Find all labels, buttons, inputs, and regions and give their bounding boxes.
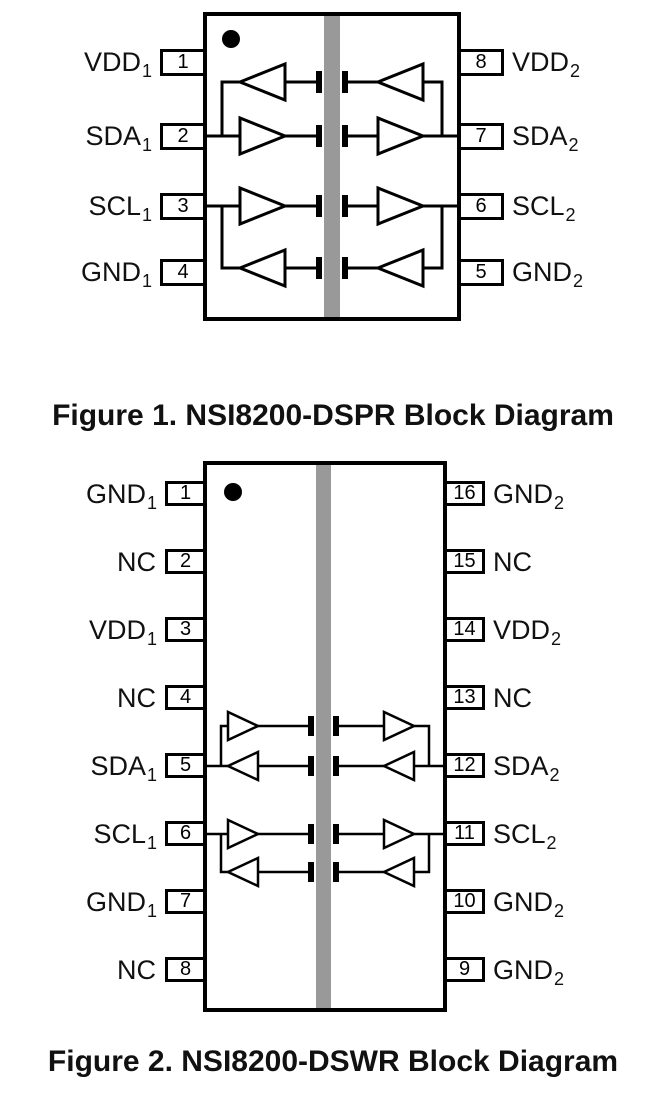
pin1-marker-dot: [222, 30, 240, 48]
buffer-triangle-left-icon: [235, 61, 287, 103]
pin-name-label: SDA1: [85, 121, 152, 155]
pin-number-box: 1: [160, 49, 206, 76]
buffer-triangle-left-icon: [381, 750, 416, 782]
buffer-triangle-left-icon: [373, 61, 425, 103]
pin-number-box: 6: [165, 821, 206, 846]
pin-number-box: 4: [160, 259, 206, 286]
buffer-triangle-right-icon: [238, 115, 290, 157]
isolation-barrier: [324, 16, 340, 317]
isolation-capacitor-mark: [316, 71, 322, 93]
figure1-caption: Figure 1. NSI8200-DSPR Block Diagram: [52, 399, 614, 432]
pin-number-box: 10: [444, 889, 485, 914]
wire: [414, 724, 431, 766]
pin-number-box: 1: [165, 481, 206, 506]
pin-name-label: GND2: [493, 955, 565, 989]
pin-number-box: 2: [160, 123, 206, 150]
isolation-capacitor-mark: [308, 756, 314, 776]
wire: [219, 724, 228, 766]
figure2-caption: Figure 2. NSI8200-DSWR Block Diagram: [47, 1045, 619, 1078]
fig2-package-drawing: [203, 461, 447, 1012]
pin-number-box: 8: [458, 49, 504, 76]
buffer-triangle-left-icon: [381, 856, 416, 888]
isolation-capacitor-mark: [308, 716, 314, 736]
wire: [423, 206, 444, 270]
pin-number-box: 16: [444, 481, 485, 506]
pin-number-box: 5: [165, 753, 206, 778]
buffer-triangle-right-icon: [382, 710, 417, 742]
isolation-capacitor-mark: [308, 824, 314, 844]
pin-name-label: SCL2: [493, 819, 557, 853]
isolation-capacitor-mark: [308, 862, 314, 882]
buffer-triangle-left-icon: [235, 247, 287, 289]
fig1-package-drawing: [203, 12, 461, 321]
buffer-triangle-right-icon: [376, 185, 428, 227]
pin-name-label: NC: [493, 683, 532, 713]
pin-number-box: 3: [160, 193, 206, 220]
pin-number-box: 14: [444, 617, 485, 642]
isolation-capacitor-mark: [316, 257, 322, 279]
buffer-triangle-left-icon: [373, 247, 425, 289]
buffer-triangle-right-icon: [226, 818, 261, 850]
pin-name-label: SCL2: [512, 191, 576, 225]
pin-name-label: GND2: [512, 257, 584, 291]
buffer-triangle-right-icon: [382, 818, 417, 850]
buffer-triangle-right-icon: [376, 115, 428, 157]
pin-name-label: NC: [117, 955, 156, 985]
isolation-capacitor-mark: [316, 125, 322, 147]
pin-number-box: 4: [165, 685, 206, 710]
pin-number-box: 6: [458, 193, 504, 220]
wire: [220, 206, 240, 270]
pin-name-label: GND2: [493, 887, 565, 921]
buffer-triangle-right-icon: [226, 710, 261, 742]
pin-name-label: GND1: [80, 257, 152, 291]
pin-number-box: 7: [165, 889, 206, 914]
pin-number-box: 2: [165, 549, 206, 574]
isolation-capacitor-mark: [333, 824, 339, 844]
pin-name-label: GND1: [85, 887, 157, 921]
pin-name-label: SDA1: [90, 751, 157, 785]
isolation-capacitor-mark: [342, 257, 348, 279]
pin1-marker-dot: [224, 483, 242, 501]
isolation-barrier: [316, 465, 331, 1008]
pin-name-label: VDD1: [88, 615, 157, 649]
pin-number-box: 11: [444, 821, 485, 846]
pin-number-box: 13: [444, 685, 485, 710]
isolation-capacitor-mark: [333, 716, 339, 736]
pin-name-label: GND2: [493, 479, 565, 513]
pin-number-box: 12: [444, 753, 485, 778]
pin-number-box: 5: [458, 259, 504, 286]
isolation-capacitor-mark: [342, 125, 348, 147]
pin-name-label: NC: [117, 547, 156, 577]
pin-number-box: 7: [458, 123, 504, 150]
wire: [414, 834, 431, 874]
pin-name-label: SDA2: [512, 121, 579, 155]
isolation-capacitor-mark: [333, 862, 339, 882]
buffer-triangle-right-icon: [238, 185, 290, 227]
isolation-capacitor-mark: [342, 71, 348, 93]
pin-name-label: SDA2: [493, 751, 560, 785]
pin-name-label: SCL1: [93, 819, 157, 853]
buffer-triangle-left-icon: [225, 856, 260, 888]
pin-number-box: 3: [165, 617, 206, 642]
pin-name-label: GND1: [85, 479, 157, 513]
pin-name-label: VDD2: [512, 47, 581, 81]
wire: [423, 80, 444, 136]
pin-name-label: SCL1: [88, 191, 152, 225]
pin-name-label: NC: [117, 683, 156, 713]
pin-number-box: 15: [444, 549, 485, 574]
isolation-capacitor-mark: [333, 756, 339, 776]
buffer-triangle-left-icon: [225, 750, 260, 782]
pin-name-label: VDD2: [493, 615, 562, 649]
isolation-capacitor-mark: [342, 195, 348, 217]
isolation-capacitor-mark: [316, 195, 322, 217]
pin-number-box: 9: [444, 957, 485, 982]
pin-number-box: 8: [165, 957, 206, 982]
pin-name-label: VDD1: [83, 47, 152, 81]
pin-name-label: NC: [493, 547, 532, 577]
wire: [220, 80, 240, 136]
